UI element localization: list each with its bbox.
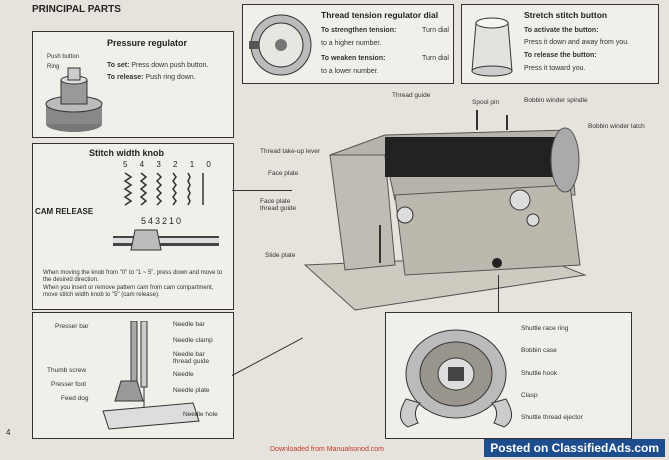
- shuttle-illustration: [400, 329, 512, 428]
- shuttle-thread-ejector-label: Shuttle thread ejector: [521, 414, 583, 421]
- face-plate-label: Face plate: [268, 170, 299, 177]
- stretch-button-illustration: [471, 17, 513, 77]
- page-number: 4: [6, 428, 11, 437]
- push-button-label: Push button: [47, 54, 80, 60]
- stretch-stitch-box: Stretch stitch button To activate the bu…: [461, 4, 659, 84]
- footer-text: Downloaded from Manualsonod.com: [270, 446, 385, 453]
- tension-dial-illustration: [249, 14, 312, 76]
- weaken-tail: Turn dial: [422, 55, 449, 62]
- stitch-width-knob-illustration: [113, 229, 219, 251]
- connector-line: [231, 337, 303, 376]
- connector-line: [498, 275, 499, 312]
- weaken-text: to a lower number.: [321, 68, 379, 75]
- ring-label: Ring: [47, 64, 60, 70]
- stitch-note-2: When you insert or remove pattern cam fr…: [43, 285, 214, 298]
- strengthen-text: to a higher number.: [321, 40, 382, 47]
- thread-take-up-lever-label: Thread take-up lever: [260, 148, 320, 155]
- weaken-label: To weaken tension:: [321, 55, 386, 62]
- connector-line: [232, 190, 292, 191]
- page-title: PRINCIPAL PARTS: [32, 4, 121, 15]
- pressure-regulator-illustration: [45, 67, 103, 132]
- clasp-label: Clasp: [521, 392, 538, 399]
- sewing-machine-illustration: [303, 110, 587, 311]
- bobbin-case-label: Bobbin case: [521, 347, 557, 354]
- activate-label: To activate the button:: [524, 27, 599, 34]
- to-release-text: Push ring down.: [145, 74, 196, 81]
- feed-dog-label: Feed dog: [61, 395, 89, 402]
- pressure-regulator-title: Pressure regulator: [107, 38, 188, 48]
- strengthen-tail: Turn dial: [422, 27, 449, 34]
- needle-hole-label: Needle hole: [183, 411, 218, 418]
- stitch-width-numbers-top: 5 4 3 2 1 0: [123, 160, 216, 169]
- thread-tension-title: Thread tension regulator dial: [321, 10, 439, 20]
- pressure-regulator-box: Pressure regulator Push button Ring To s…: [32, 31, 234, 138]
- slide-plate-label: Slide plate: [265, 252, 296, 259]
- activate-text: Press it down and away from you.: [524, 39, 630, 46]
- stitch-width-numbers-bottom: 543210: [141, 216, 184, 226]
- shuttle-hook-label: Shuttle hook: [521, 370, 558, 377]
- zigzag-patterns: [123, 172, 204, 206]
- face-plate-thread-guide-label: Face plate thread guide: [260, 198, 297, 212]
- needle-label: Needle: [173, 371, 194, 378]
- release-label: To release the button:: [524, 52, 597, 59]
- needle-bar-label: Needle bar: [173, 321, 205, 328]
- stitch-width-box: Stitch width knob 5 4 3 2 1 0 CAM RELEAS…: [32, 143, 234, 310]
- presser-bar-label: Presser bar: [55, 323, 89, 330]
- release-text: Press it toward you.: [524, 65, 586, 72]
- needle-bar-thread-guide-label: Needle bar thread guide: [173, 351, 210, 365]
- stretch-stitch-title: Stretch stitch button: [524, 10, 608, 20]
- stitch-note-1: When moving the knob from "0" to "1 ~ 5"…: [43, 270, 223, 283]
- thread-tension-box: Thread tension regulator dial To strengt…: [242, 4, 454, 84]
- needle-plate-label: Needle plate: [173, 387, 210, 394]
- to-set-text: Press down push button.: [131, 62, 209, 69]
- cam-release-label: CAM RELEASE: [35, 207, 94, 216]
- presser-foot-label: Presser foot: [51, 381, 87, 388]
- needle-area-illustration: [102, 321, 200, 430]
- thread-guide-label: Thread guide: [392, 92, 431, 99]
- spool-pin-label: Spool pin: [472, 99, 500, 106]
- strengthen-label: To strengthen tension:: [321, 27, 397, 34]
- to-release-label: To release:: [107, 74, 144, 81]
- bobbin-winder-latch-label: Bobbin winder latch: [588, 123, 645, 130]
- bobbin-winder-spindle-label: Bobbin winder spindle: [524, 97, 588, 104]
- shuttle-race-ring-label: Shuttle race ring: [521, 325, 569, 332]
- watermark: Posted on ClassifiedAds.com: [484, 439, 665, 457]
- needle-area-box: Presser bar Needle bar Needle clamp Need…: [32, 312, 234, 439]
- stitch-width-title: Stitch width knob: [89, 148, 164, 158]
- shuttle-area-box: Shuttle race ring Bobbin case Shuttle ho…: [385, 312, 632, 439]
- thumb-screw-label: Thumb screw: [47, 367, 87, 374]
- to-set-label: To set:: [107, 62, 130, 69]
- needle-clamp-label: Needle clamp: [173, 337, 213, 344]
